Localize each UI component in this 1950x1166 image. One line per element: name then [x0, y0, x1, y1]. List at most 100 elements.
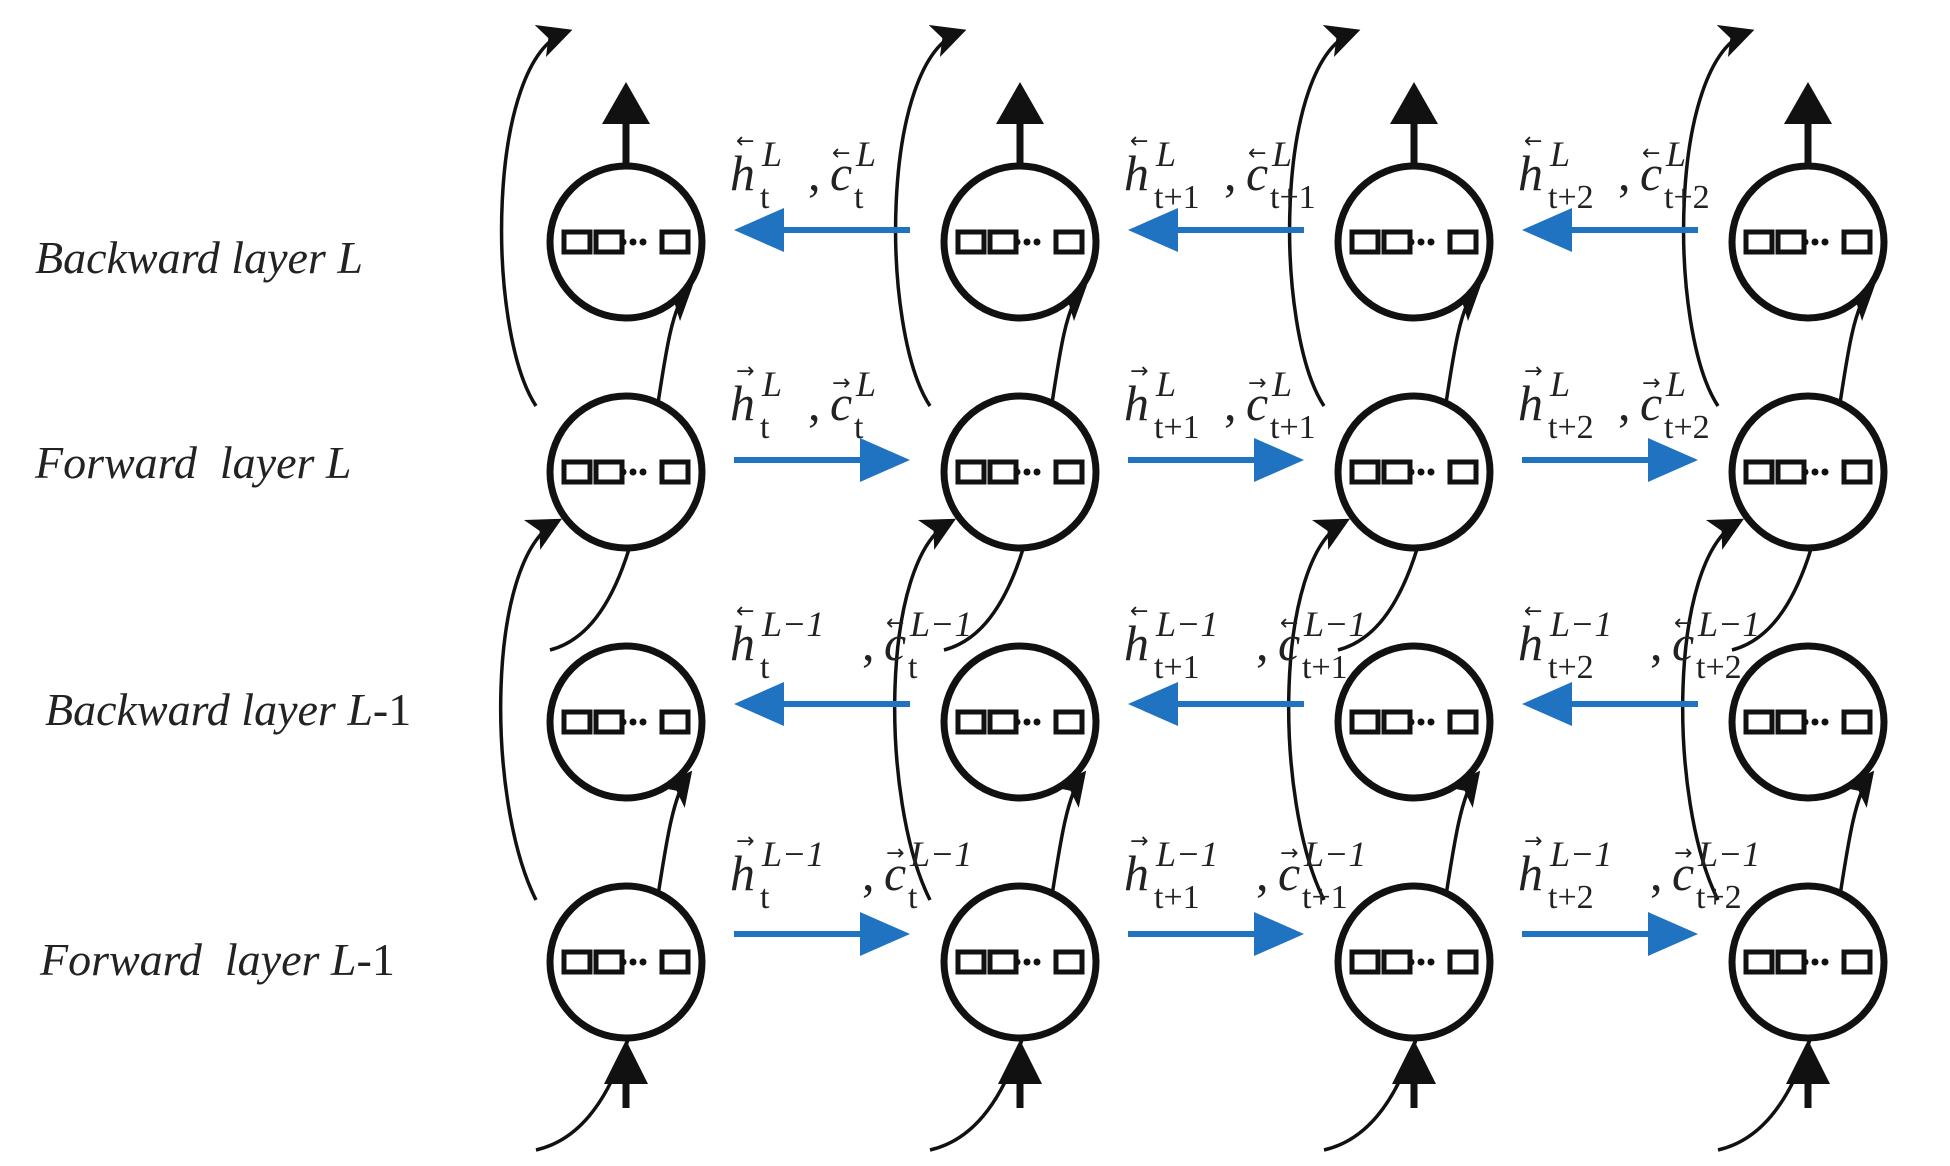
layer-superscript: L−1: [1303, 834, 1366, 874]
recurrent-arrow: [1128, 208, 1304, 252]
recurrent-arrow: [734, 438, 910, 482]
layer-connection-curve: [892, 518, 956, 901]
cell-state-symbol: c: [1640, 375, 1662, 431]
layer-superscript: L: [855, 134, 876, 174]
time-subscript: t+1: [1302, 879, 1348, 916]
time-subscript: t+1: [1270, 179, 1316, 216]
cell-state-symbol: c: [830, 145, 852, 201]
layer-superscript: L−1: [1549, 834, 1612, 874]
layer-labels: Backward layer L Forward layer L Backwar…: [34, 232, 411, 985]
time-subscript: t: [760, 649, 770, 686]
over-arrow: →: [736, 359, 754, 384]
time-subscript: t: [854, 179, 864, 216]
lstm-cell: [1728, 882, 1888, 1042]
layer-label-forward-L-1: Forward layer L-1: [39, 934, 395, 985]
over-arrow: ←: [1524, 599, 1542, 624]
cell-state-symbol: c: [884, 615, 906, 671]
time-subscript: t: [908, 649, 918, 686]
separator: ,: [1618, 375, 1631, 431]
over-arrow: →: [886, 841, 904, 866]
over-arrow: →: [832, 371, 850, 396]
recurrent-arrow: [734, 208, 910, 252]
hidden-state-symbol: h: [1124, 375, 1149, 431]
layer-superscript: L−1: [1155, 834, 1218, 874]
recurrent-arrow: [1128, 912, 1304, 956]
layer-superscript: L: [1155, 364, 1176, 404]
layer-superscript: L−1: [1697, 604, 1760, 644]
layer-connection-curve: [1680, 518, 1744, 901]
layer-superscript: L: [1271, 134, 1292, 174]
over-arrow: →: [1130, 829, 1148, 854]
layer-connection-curve: [498, 518, 562, 901]
lstm-cell: [1728, 642, 1888, 802]
layer-superscript: L: [1155, 134, 1176, 174]
time-subscript: t+2: [1696, 649, 1742, 686]
lstm-cell: [940, 642, 1100, 802]
input-arrow: [604, 1040, 648, 1108]
separator: ,: [1256, 845, 1269, 901]
separator: ,: [808, 145, 821, 201]
layer-label-backward-L-1: Backward layer L-1: [45, 684, 411, 735]
cell-state-symbol: c: [1672, 615, 1694, 671]
time-subscript: t: [760, 409, 770, 446]
over-arrow: ←: [1524, 129, 1542, 154]
hidden-state-symbol: h: [1124, 145, 1149, 201]
over-arrow: →: [1130, 359, 1148, 384]
layer-superscript: L: [1549, 364, 1570, 404]
over-arrow: →: [1248, 371, 1266, 396]
cell-state-symbol: c: [1672, 845, 1694, 901]
time-subscript: t+2: [1664, 409, 1710, 446]
time-subscript: t+2: [1548, 879, 1594, 916]
lstm-cell: [940, 392, 1100, 552]
cell-state-symbol: c: [1246, 375, 1268, 431]
time-subscript: t: [854, 409, 864, 446]
layer-superscript: L: [855, 364, 876, 404]
over-arrow: ←: [1130, 599, 1148, 624]
time-subscript: t+1: [1154, 649, 1200, 686]
recurrent-arrow: [1522, 208, 1698, 252]
layer-superscript: L−1: [909, 604, 972, 644]
time-subscript: t: [760, 179, 770, 216]
time-subscript: t+2: [1548, 179, 1594, 216]
over-arrow: ←: [1280, 611, 1298, 636]
recurrent-arrow: [1522, 912, 1698, 956]
recurrent-arrow: [1522, 682, 1698, 726]
separator: ,: [1618, 145, 1631, 201]
time-subscript: t: [760, 879, 770, 916]
time-subscript: t: [908, 879, 918, 916]
layer-superscript: L: [1665, 134, 1686, 174]
hidden-state-symbol: h: [1518, 145, 1543, 201]
over-arrow: ←: [736, 129, 754, 154]
lstm-cell: [1334, 882, 1494, 1042]
cell-state-symbol: c: [1246, 145, 1268, 201]
hidden-state-symbol: h: [730, 375, 755, 431]
separator: ,: [862, 615, 875, 671]
input-output-arrows: [602, 82, 1832, 1108]
layer-superscript: L: [761, 364, 782, 404]
time-subscript: t+1: [1270, 409, 1316, 446]
layer-connection-curve: [1286, 518, 1350, 901]
separator: ,: [1224, 145, 1237, 201]
layer-superscript: L−1: [761, 604, 824, 644]
lstm-cell: [1728, 392, 1888, 552]
recurrent-arrow: [1522, 438, 1698, 482]
time-subscript: t+1: [1154, 409, 1200, 446]
hidden-state-symbol: h: [730, 145, 755, 201]
over-arrow: ←: [1248, 141, 1266, 166]
lstm-cells: [546, 162, 1888, 1042]
time-subscript: t+2: [1664, 179, 1710, 216]
layer-superscript: L: [1665, 364, 1686, 404]
separator: ,: [1650, 615, 1663, 671]
lstm-cell: [1334, 162, 1494, 322]
